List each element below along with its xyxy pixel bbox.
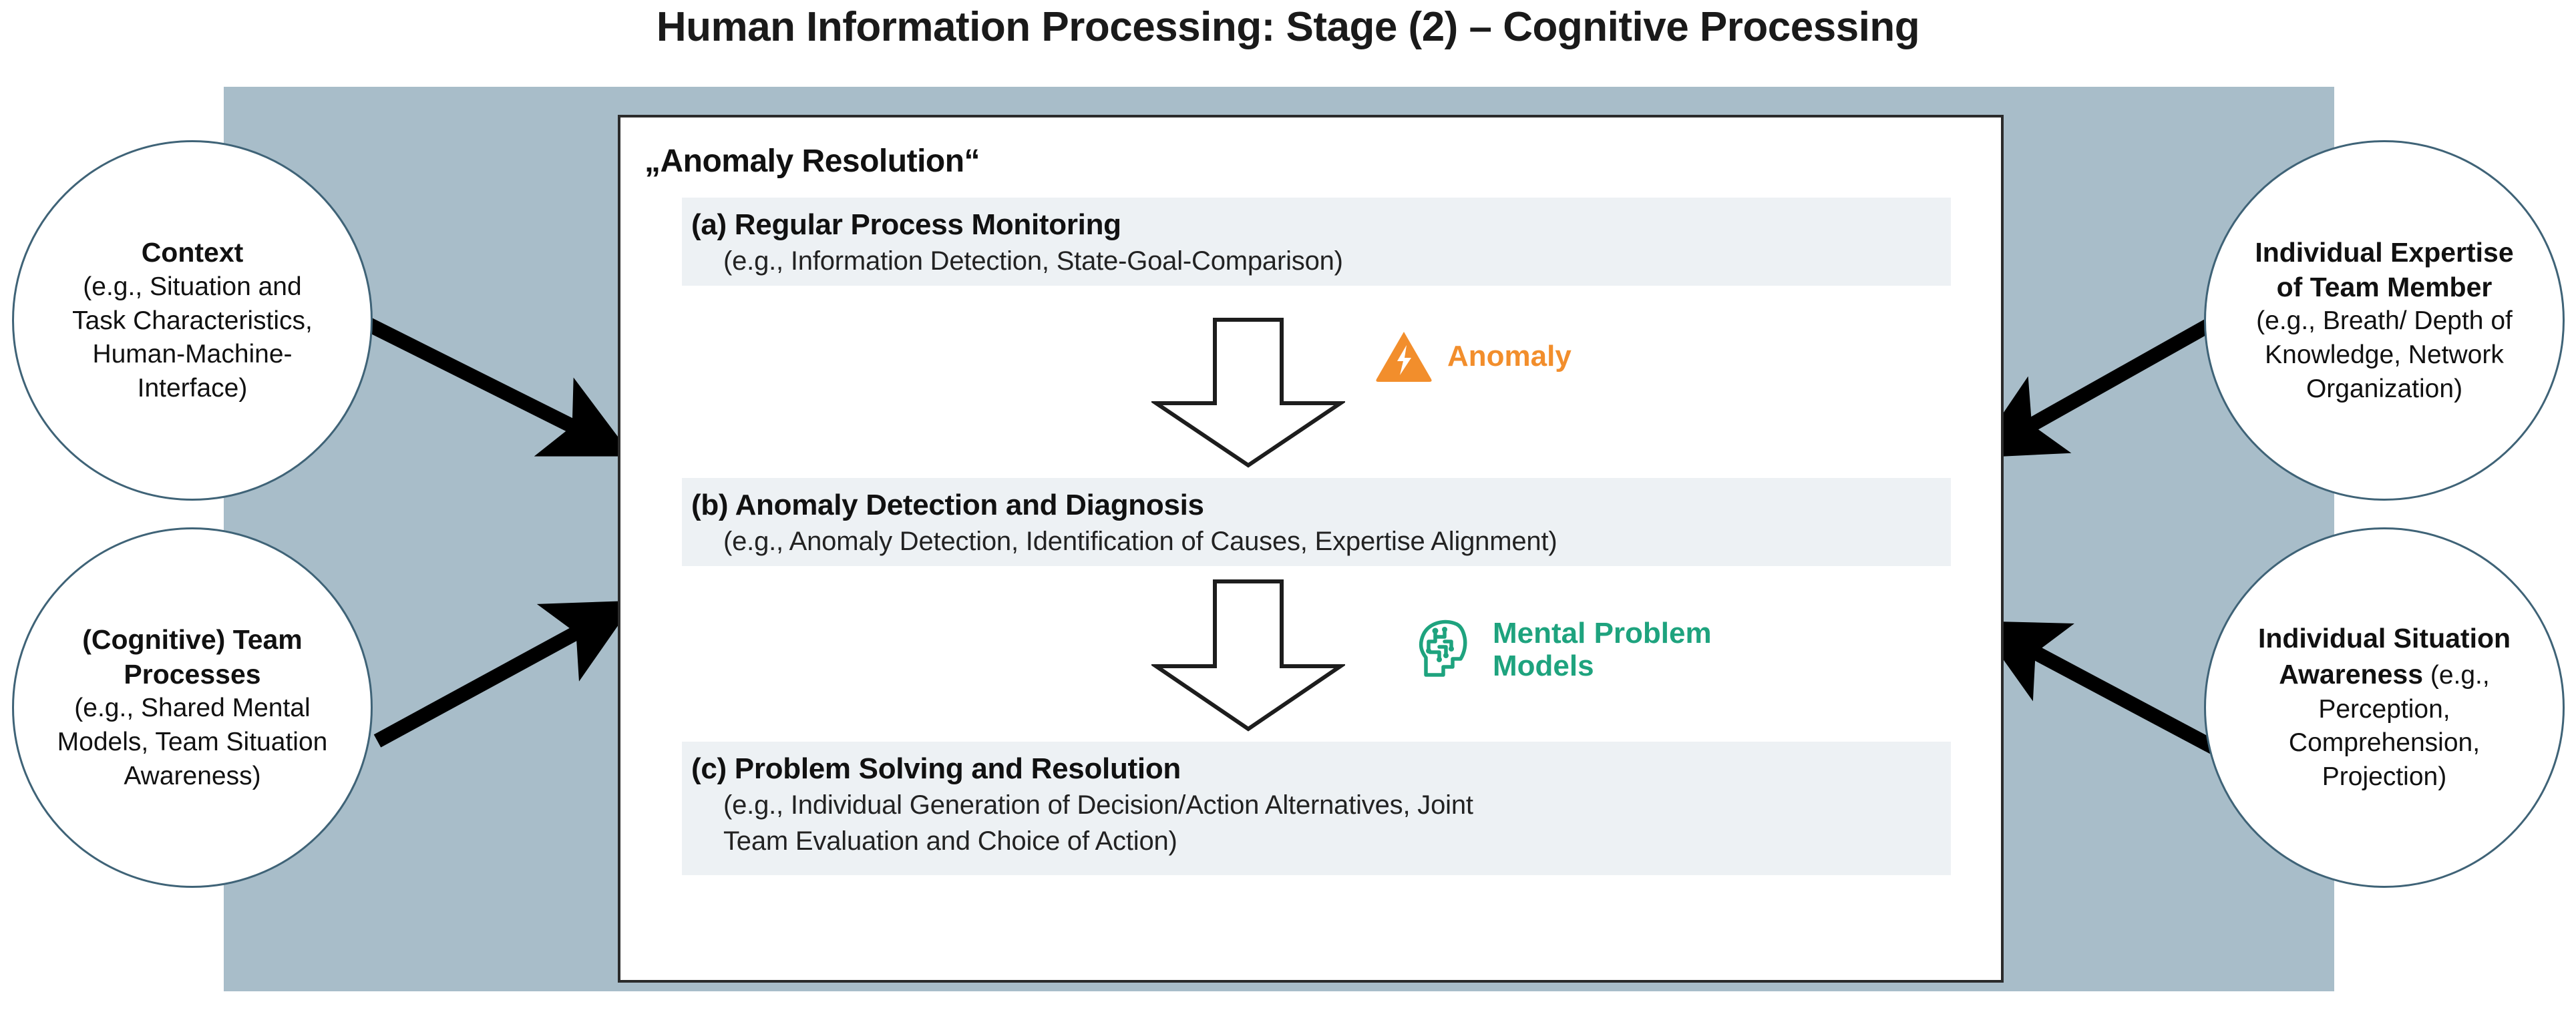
circle-team-title: (Cognitive) Team Processes [82, 622, 303, 692]
circle-awareness-sub: Perception, Comprehension, Projection) [2289, 693, 2480, 794]
circle-individual-expertise[interactable]: Individual Expertise of Team Member (e.g… [2204, 140, 2565, 501]
section-c-sub-line2: Team Evaluation and Choice of Action) [723, 826, 1177, 856]
section-c-heading: (c) Problem Solving and Resolution [691, 752, 1181, 785]
section-a-regular-process-monitoring[interactable]: (a) Regular Process Monitoring (e.g., In… [682, 198, 1951, 286]
circle-context-title: Context [141, 237, 244, 268]
section-b-anomaly-detection-and-diagnosis[interactable]: (b) Anomaly Detection and Diagnosis (e.g… [682, 478, 1951, 566]
circle-awareness-sub-line3: Projection) [2322, 762, 2447, 792]
circle-expertise-sub-line1: (e.g., Breath/ Depth of [2256, 306, 2513, 336]
circle-awareness-title-bold2: Awareness [2279, 658, 2424, 690]
circle-team-title-line1: (Cognitive) Team [82, 623, 303, 655]
section-b-heading: (b) Anomaly Detection and Diagnosis [691, 489, 1204, 521]
circle-expertise-title: Individual Expertise of Team Member [2255, 235, 2513, 305]
block-arrow-b-to-c [1151, 579, 1345, 732]
circle-context-sub-line3: Human-Machine- [92, 340, 293, 369]
circle-expertise-title-line2: of Team Member [2276, 271, 2493, 302]
block-arrow-a-to-b [1151, 318, 1345, 468]
callout-mental-label-line2: Models [1493, 650, 1594, 683]
circle-individual-situation-awareness[interactable]: Individual Situation Awareness (e.g., Pe… [2204, 527, 2565, 888]
section-b-sub: (e.g., Anomaly Detection, Identification… [723, 527, 1557, 557]
circle-team-processes[interactable]: (Cognitive) Team Processes (e.g., Shared… [12, 527, 373, 888]
callout-mental-problem-models: Mental Problem Models [1415, 617, 1712, 683]
circle-context[interactable]: Context (e.g., Situation and Task Charac… [12, 140, 373, 501]
circle-expertise-sub-line3: Organization) [2306, 374, 2463, 403]
circle-context-sub: (e.g., Situation and Task Characteristic… [72, 270, 313, 406]
circle-context-sub-line1: (e.g., Situation and [83, 272, 302, 301]
circle-expertise-sub-line2: Knowledge, Network [2265, 340, 2504, 370]
circle-awareness-title-rest2: (e.g., [2423, 660, 2490, 690]
circle-team-sub: (e.g., Shared Mental Models, Team Situat… [57, 692, 328, 793]
circle-team-sub-line1: (e.g., Shared Mental [74, 694, 311, 723]
callout-anomaly: Anomaly [1375, 330, 1572, 383]
callout-mental-label: Mental Problem Models [1493, 617, 1712, 683]
circle-expertise-sub: (e.g., Breath/ Depth of Knowledge, Netwo… [2256, 304, 2513, 406]
section-c-problem-solving-and-resolution[interactable]: (c) Problem Solving and Resolution (e.g.… [682, 742, 1951, 875]
anomaly-resolution-box: „Anomaly Resolution“ (a) Regular Process… [618, 115, 2004, 983]
warning-triangle-lightning-icon [1376, 332, 1432, 382]
circle-team-sub-line3: Awareness) [124, 761, 261, 790]
circle-awareness-sub-line1: Perception, [2318, 694, 2450, 724]
circle-expertise-title-line1: Individual Expertise [2255, 236, 2514, 268]
callout-mental-label-line1: Mental Problem [1493, 617, 1712, 650]
callout-anomaly-label: Anomaly [1447, 340, 1572, 373]
circle-team-title-line2: Processes [124, 658, 261, 690]
page-title: Human Information Processing: Stage (2) … [656, 4, 1920, 50]
circle-awareness-sub-line2: Comprehension, [2288, 728, 2480, 758]
section-c-sub-line1: (e.g., Individual Generation of Decision… [723, 790, 1473, 820]
circle-context-sub-line4: Interface) [137, 373, 248, 403]
section-a-heading: (a) Regular Process Monitoring [691, 208, 1121, 241]
head-brain-circuit-icon [1419, 620, 1467, 678]
anomaly-resolution-heading: „Anomaly Resolution“ [645, 144, 980, 179]
circle-awareness-title-line1: Individual Situation [2257, 623, 2511, 654]
section-a-sub: (e.g., Information Detection, State-Goal… [723, 246, 1343, 276]
circle-awareness-title: Individual Situation Awareness (e.g., [2258, 621, 2511, 692]
circle-team-sub-line2: Models, Team Situation [57, 728, 328, 757]
circle-context-sub-line2: Task Characteristics, [72, 306, 313, 335]
